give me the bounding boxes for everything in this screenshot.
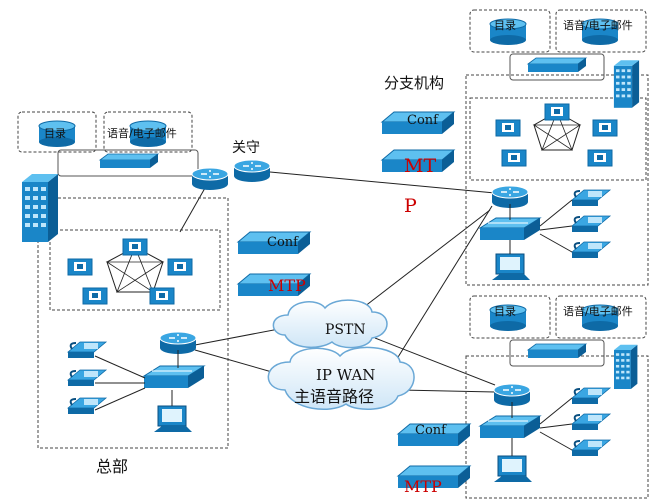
branch2-devices — [479, 304, 638, 483]
branch1-building-icon — [613, 60, 640, 108]
branch2-callmanager-icon — [527, 343, 587, 359]
hq-directory-label: 目录 — [44, 127, 66, 140]
branch1-ip-phone-icon — [571, 215, 611, 233]
hq-video-endpoint-icon — [82, 287, 108, 305]
hq-pc-icon — [153, 405, 193, 433]
hq-video-endpoint-icon — [67, 258, 93, 276]
hq-ip-phone-icon — [67, 369, 107, 387]
branch2-ip-phone-icon — [571, 439, 611, 457]
hq-video-endpoint-icon — [167, 258, 193, 276]
hq-video-endpoint-icon — [122, 238, 148, 256]
hq-conf-label: Conf — [267, 235, 299, 250]
branch1-video-endpoint-icon — [544, 103, 570, 121]
branch1-directory-box — [469, 9, 551, 53]
branch2-directory-label: 目录 — [494, 305, 516, 318]
gatekeeper-label: 关守 — [232, 140, 260, 156]
link-pstn-branch2 — [374, 337, 496, 386]
hq-building-icon — [22, 174, 58, 242]
branch2-ip-phone-icon — [571, 387, 611, 405]
branch1-video-endpoint-icon — [592, 119, 618, 137]
branch1-box — [465, 74, 649, 286]
branch1-video-endpoint-icon — [587, 149, 613, 167]
hq-switch-icon — [143, 365, 205, 389]
branch1-ip-phone-icon — [571, 189, 611, 207]
pstn-cloud — [272, 299, 388, 349]
branch1-voicemail-label: 语音/电子邮件 — [563, 18, 633, 32]
branch1-pc-icon — [491, 253, 531, 281]
labels: 目录 语音/电子邮件 目录 语音/电子邮件 目录 语音/电子邮件 分支机构 关守… — [44, 18, 633, 496]
hq-directory-box — [17, 111, 97, 153]
link-gatekeeper-hq — [179, 187, 206, 233]
pstn-label: PSTN — [325, 322, 366, 338]
hq-ip-phone-icon — [67, 397, 107, 415]
gatekeeper-router-icon — [191, 167, 229, 191]
branch1-ip-phone-icon — [571, 241, 611, 259]
hq-mtp-label: MTP — [268, 276, 306, 295]
headquarters-label: 总部 — [96, 457, 128, 476]
hq-video-mesh — [106, 246, 164, 293]
link-ipwan-branch1 — [389, 205, 493, 371]
link-lines — [179, 171, 496, 393]
branch2-pc-icon — [493, 455, 533, 483]
link-pstn-branch1 — [359, 209, 491, 311]
hq-ip-phone-icon — [67, 341, 107, 359]
branch1-conf-label: Conf — [407, 113, 439, 128]
branch2-ip-phone-icon — [571, 413, 611, 431]
branch1-devices — [479, 18, 640, 281]
branch2-conf-label: Conf — [415, 423, 447, 438]
branch2-voicemail-label: 语音/电子邮件 — [563, 304, 633, 318]
gatekeeper-router-icon — [233, 159, 271, 183]
branch1-directory-label: 目录 — [494, 19, 516, 32]
hq-video-endpoint-icon — [149, 287, 175, 305]
primary-voice-path-label: 主语音路径 — [294, 387, 374, 406]
hq-devices — [22, 120, 205, 433]
hq-voicemail-box — [103, 111, 193, 153]
link-gatekeeper-branch1 — [269, 171, 496, 194]
branch-label: 分支机构 — [384, 74, 444, 92]
branch1-voicemail-box — [555, 9, 647, 53]
branch2-directory-box — [469, 295, 551, 339]
branch1-switch-icon — [479, 217, 541, 241]
branch2-mtp-label: MTP — [404, 477, 442, 496]
hq-voicemail-label: 语音/电子邮件 — [107, 126, 177, 140]
hq-callmanager-frame — [57, 149, 199, 177]
ipwan-label: IP WAN — [316, 366, 375, 384]
branch1-video-endpoint-icon — [501, 149, 527, 167]
branch1-video-box — [469, 97, 647, 181]
branch2-voicemail-box — [555, 295, 647, 339]
branch2-building-icon — [614, 344, 638, 389]
hq-callmanager-icon — [99, 153, 159, 169]
branch1-mt-label: MT — [404, 155, 436, 177]
ipwan-cloud — [267, 346, 415, 411]
branch1-video-endpoint-icon — [495, 119, 521, 137]
branch1-callmanager-icon — [527, 57, 587, 73]
link-ipwan-branch2 — [399, 389, 496, 393]
hq-box — [37, 197, 229, 449]
branch2-switch-icon — [479, 415, 541, 439]
hq-video-box — [49, 229, 221, 311]
branch1-p-label: P — [404, 195, 417, 217]
